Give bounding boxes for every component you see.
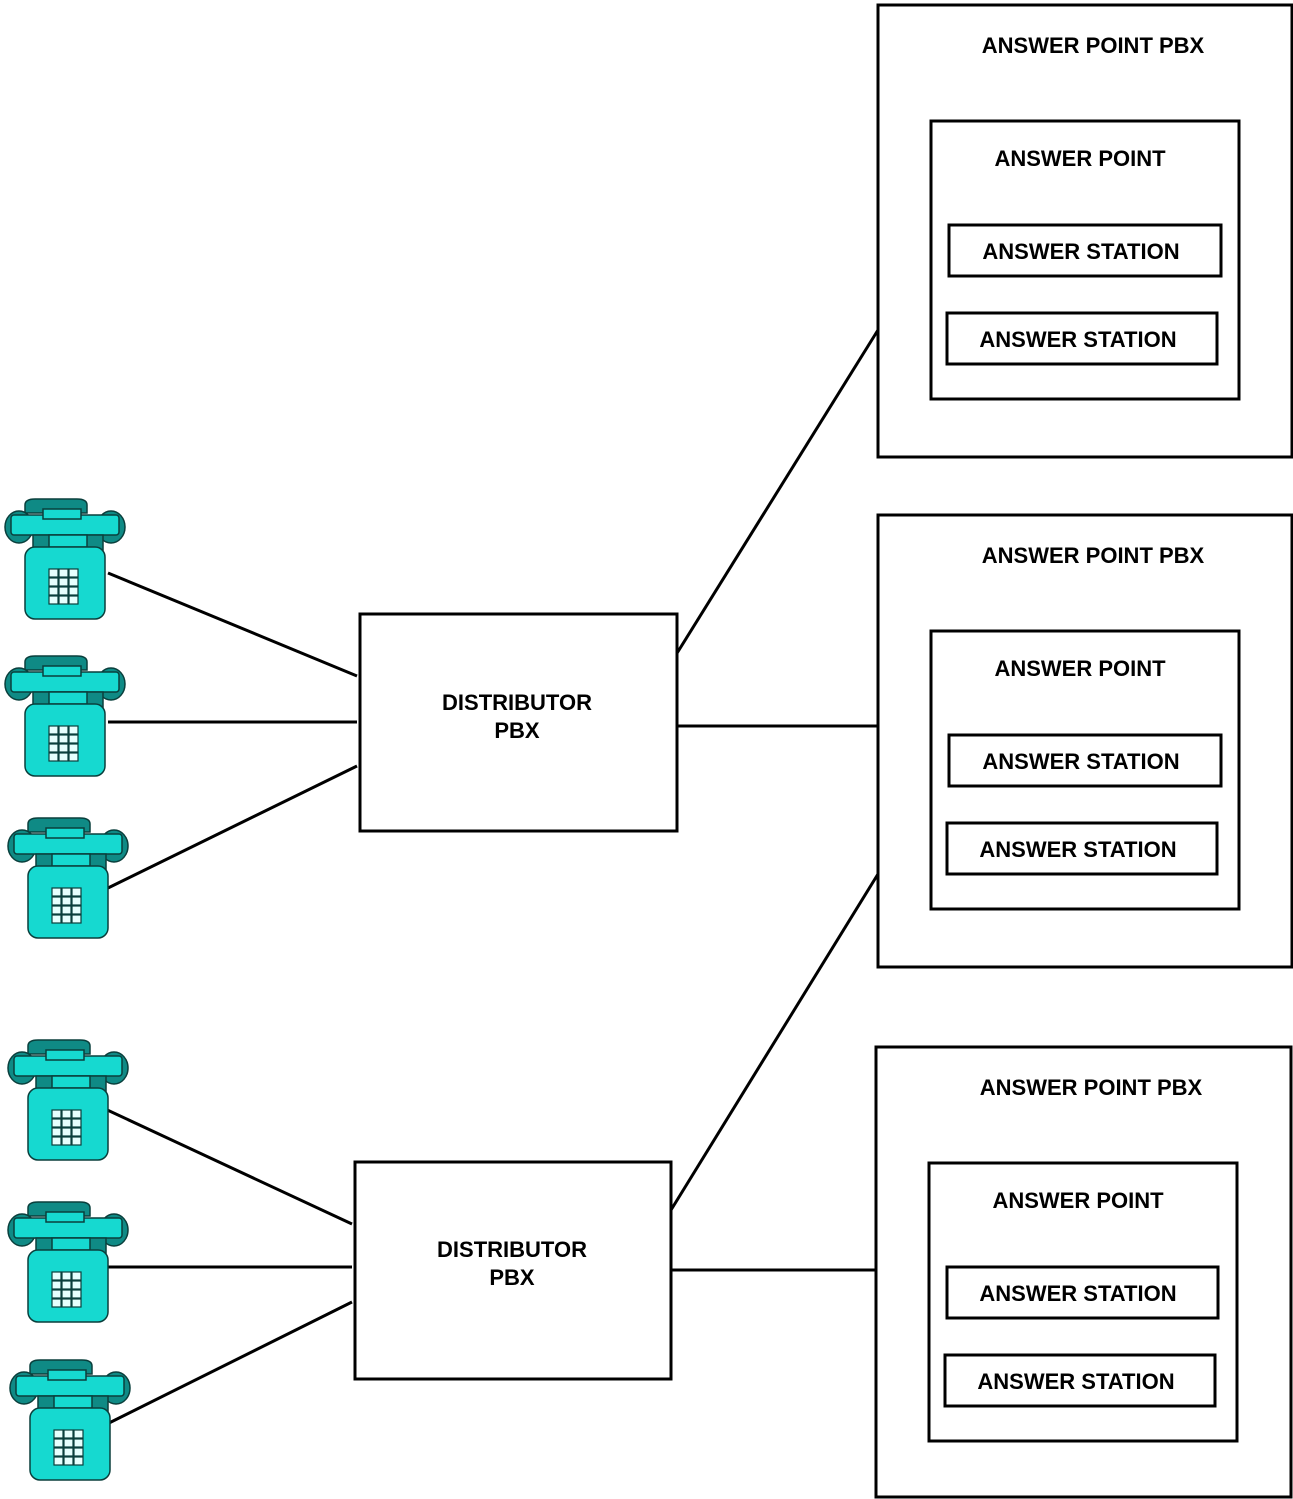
telephone-icon — [4, 498, 126, 620]
answer-station-box — [945, 1265, 1220, 1320]
answer-point-pbx-1: ANSWER POINT PBX ANSWER POINT ANSWER STA… — [876, 3, 1293, 459]
telephone-icon — [4, 655, 126, 777]
answer-station-box — [945, 311, 1219, 366]
answer-station-box — [943, 1353, 1217, 1408]
answer-station-label: ANSWER STATION — [982, 239, 1179, 264]
distributor-pbx-2: DISTRIBUTOR PBX — [353, 1160, 673, 1381]
connection-lines — [102, 329, 880, 1428]
answer-station-label: ANSWER STATION — [977, 1369, 1174, 1394]
line-distributor1-pbx1 — [672, 329, 880, 659]
answer-station-box — [945, 821, 1219, 876]
line-phone4-distributor2 — [102, 1106, 353, 1226]
line-phone3-distributor1 — [107, 764, 358, 890]
answer-point-pbx-label: ANSWER POINT PBX — [980, 1075, 1203, 1100]
distributor-pbx-box — [358, 612, 679, 833]
line-phone6-distributor2 — [102, 1300, 353, 1428]
distributor-label-line1: DISTRIBUTOR — [442, 690, 592, 715]
answer-point-pbx-3: ANSWER POINT PBX ANSWER POINT ANSWER STA… — [874, 1045, 1293, 1499]
distributor-label-line2: PBX — [489, 1265, 535, 1290]
distributor-label-line2: PBX — [494, 718, 540, 743]
line-phone1-distributor1 — [107, 571, 358, 678]
telephone-icon — [7, 1039, 129, 1161]
telephone-icon — [7, 817, 129, 939]
answer-station-label: ANSWER STATION — [979, 1281, 1176, 1306]
distributor-pbx-box — [353, 1160, 673, 1381]
distributor-pbx-1: DISTRIBUTOR PBX — [358, 612, 679, 833]
line-distributor2-pbx2 — [669, 873, 880, 1211]
distributor-label-line1: DISTRIBUTOR — [437, 1237, 587, 1262]
telephones — [4, 498, 131, 1481]
answer-point-label: ANSWER POINT — [992, 1188, 1164, 1213]
answer-station-label: ANSWER STATION — [979, 327, 1176, 352]
answer-station-box — [947, 733, 1223, 788]
answer-point-pbx-2: ANSWER POINT PBX ANSWER POINT ANSWER STA… — [876, 513, 1293, 969]
answer-point-pbx-label: ANSWER POINT PBX — [982, 543, 1205, 568]
telephone-icon — [7, 1201, 129, 1323]
answer-station-box — [947, 223, 1223, 278]
answer-point-label: ANSWER POINT — [994, 656, 1166, 681]
answer-station-label: ANSWER STATION — [982, 749, 1179, 774]
answer-point-pbx-label: ANSWER POINT PBX — [982, 33, 1205, 58]
answer-point-label: ANSWER POINT — [994, 146, 1166, 171]
answer-station-label: ANSWER STATION — [979, 837, 1176, 862]
